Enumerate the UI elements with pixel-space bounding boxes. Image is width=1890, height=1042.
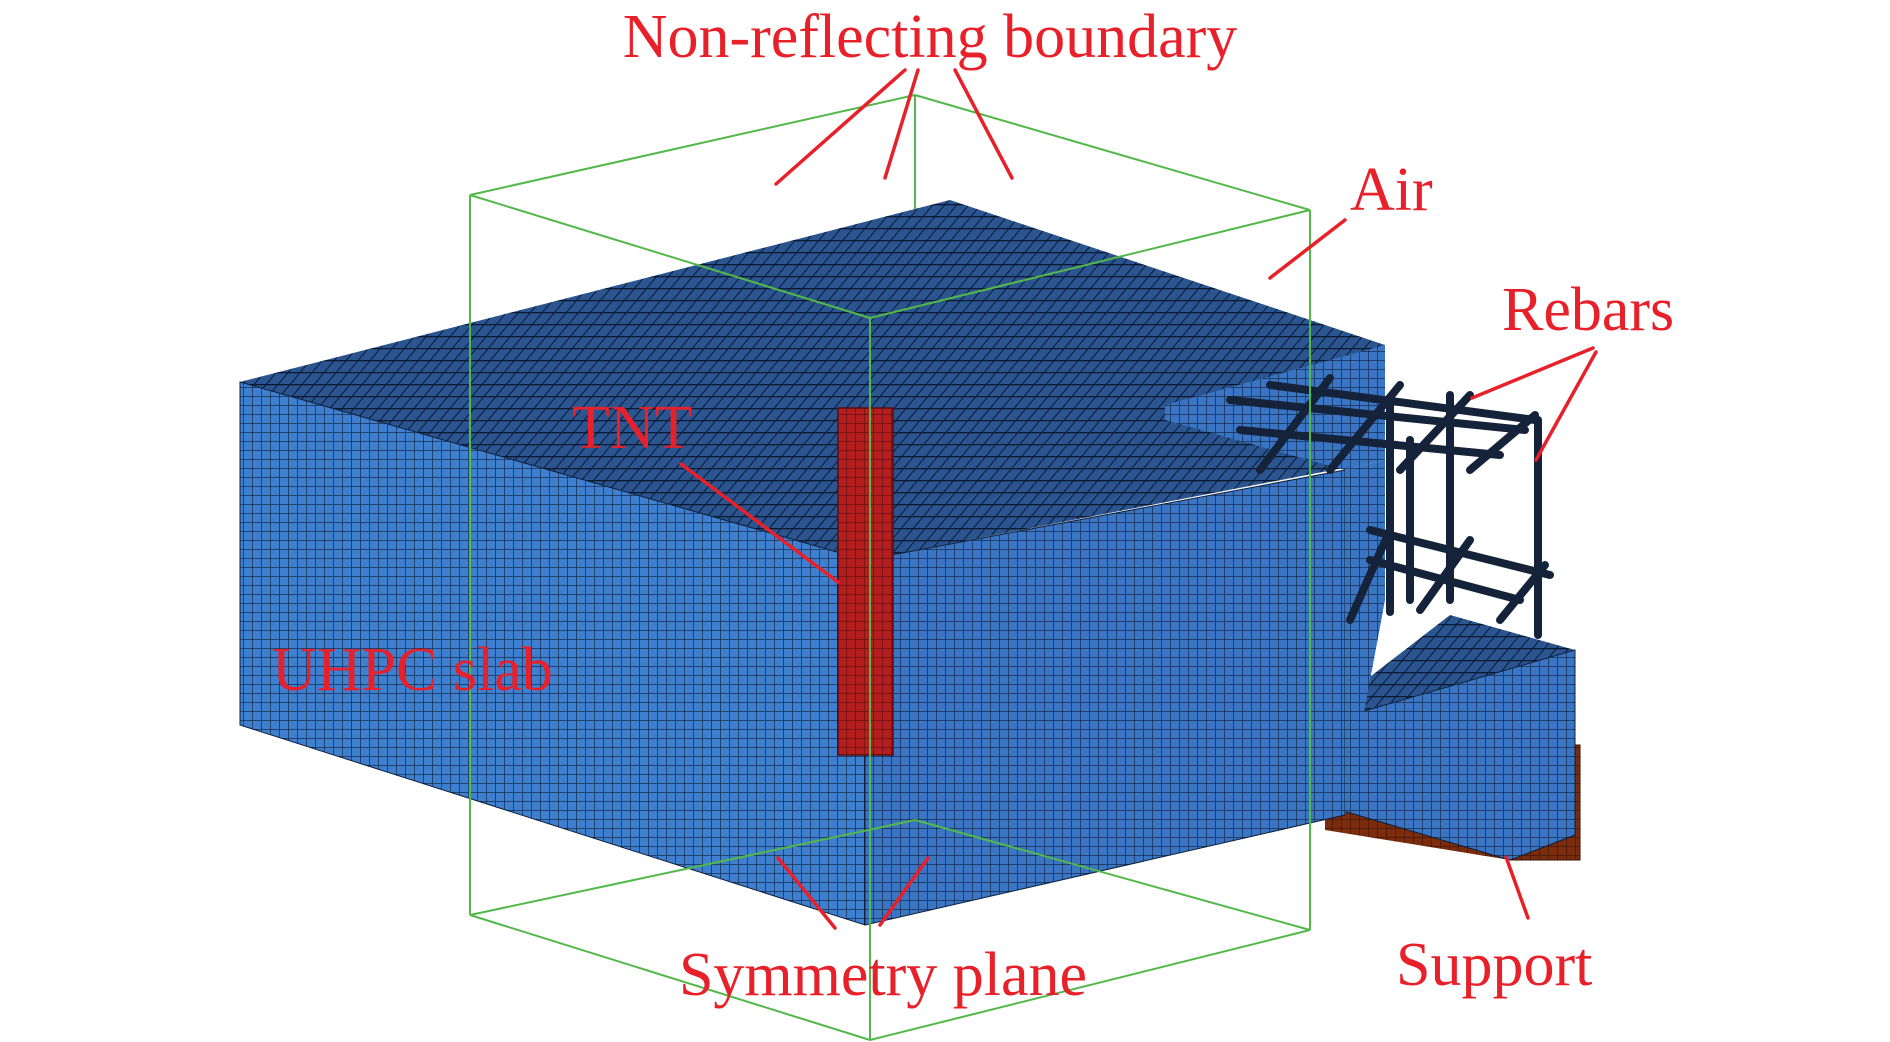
label-uhpc-slab: UHPC slab xyxy=(272,636,553,704)
leader-rebars-2 xyxy=(1534,350,1598,462)
leader-air xyxy=(1268,218,1347,280)
tnt-charge xyxy=(837,407,894,756)
leader-boundary-1 xyxy=(774,68,907,186)
label-symmetry-plane: Symmetry plane xyxy=(679,941,1087,1009)
leader-lines xyxy=(679,68,1598,930)
label-non-reflecting-boundary: Non-reflecting boundary xyxy=(623,3,1238,71)
slab-right-end xyxy=(1345,460,1385,815)
leader-symmetry-1 xyxy=(776,856,837,930)
label-tnt: TNT xyxy=(572,394,693,462)
leader-rebars-1 xyxy=(1470,346,1595,400)
leader-tnt xyxy=(679,462,840,584)
leader-boundary-3 xyxy=(953,68,1014,180)
leader-support xyxy=(1504,855,1530,920)
label-air: Air xyxy=(1350,156,1433,224)
leader-boundary-2 xyxy=(883,68,920,180)
slab-top-surface xyxy=(240,200,1385,560)
leader-symmetry-2 xyxy=(878,856,930,927)
label-support: Support xyxy=(1396,931,1592,999)
air-box-front xyxy=(469,194,1311,1041)
rebar-cage xyxy=(1226,374,1554,639)
label-rebars: Rebars xyxy=(1502,276,1674,344)
slab-step-top xyxy=(1340,615,1575,718)
